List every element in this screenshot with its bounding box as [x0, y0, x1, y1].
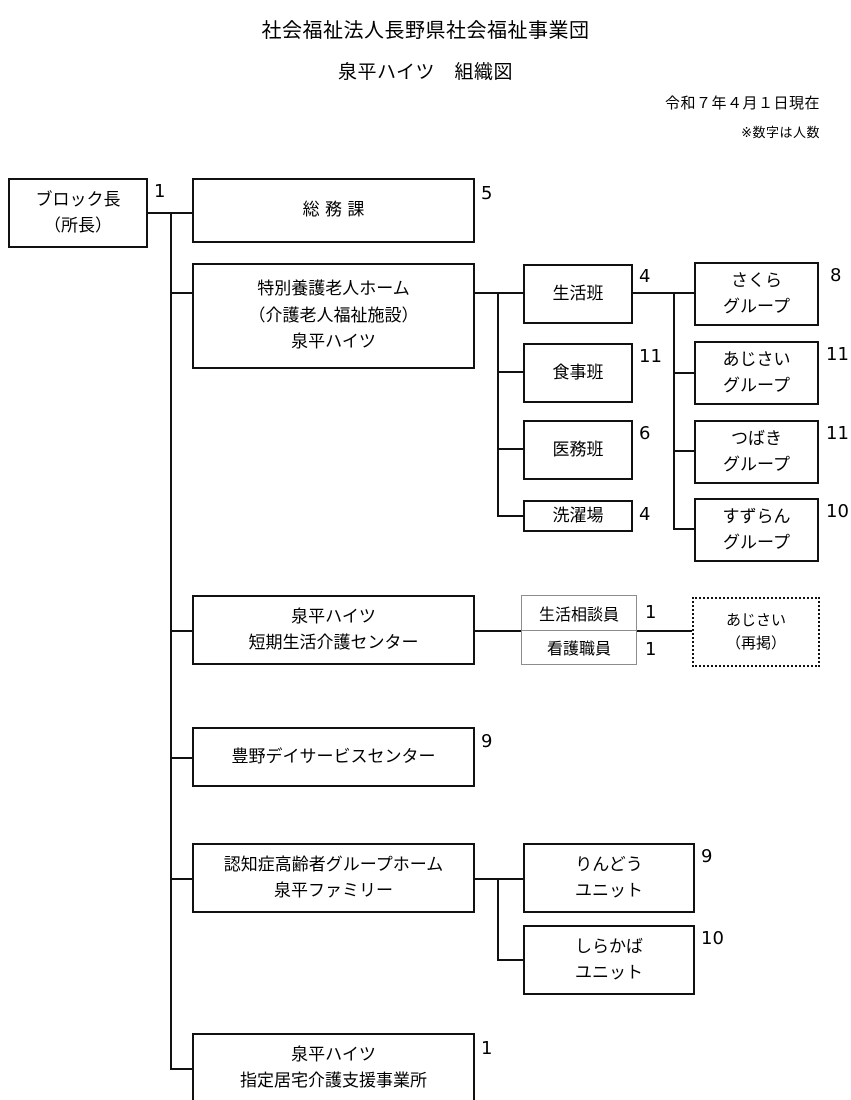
connector-to-nursing-home [170, 292, 194, 294]
connector-to-short-stay [170, 630, 194, 632]
short-stay-reference-line1: あじさい [725, 610, 786, 629]
connector-short-stay-out [475, 630, 523, 632]
group-home-line1: 認知症高齢者グループホーム [223, 854, 444, 875]
short-stay-staff-nurse: 看護職員 [522, 629, 636, 665]
box-unit-rindou: りんどう ユニット [523, 843, 695, 913]
unit-rindou-line1: りんどう [575, 854, 643, 875]
connector-to-team-1 [497, 371, 523, 373]
box-short-stay-reference: あじさい （再掲） [692, 597, 820, 667]
box-team-medical: 医務班 [523, 420, 633, 480]
general-affairs-label: 総 務 課 [302, 200, 365, 221]
connector-to-group-0 [673, 292, 694, 294]
count-team-laundry: 4 [639, 504, 651, 525]
group-tsubaki-line2: グループ [723, 455, 790, 475]
count-short-stay-counselor: 1 [645, 602, 657, 623]
count-group-ajisai: 11 [826, 344, 849, 365]
team-meal-label: 食事班 [552, 362, 604, 383]
box-team-laundry: 洗濯場 [523, 500, 633, 532]
connector-to-team-2 [497, 448, 523, 450]
count-unit-shirakaba: 10 [701, 928, 724, 949]
chart-title: 泉平ハイツ 組織図 [337, 61, 514, 83]
group-suzuran-line2: グループ [723, 533, 790, 553]
team-living-label: 生活班 [552, 283, 604, 304]
group-sakura-line1: さくら [731, 270, 782, 291]
short-stay-line1: 泉平ハイツ [291, 606, 376, 627]
short-stay-line2: 短期生活介護センター [248, 633, 419, 653]
connector-root-out [148, 212, 172, 214]
legend-note: ※数字は人数 [741, 126, 820, 141]
connector-team-spine [497, 292, 499, 516]
box-unit-shirakaba: しらかば ユニット [523, 925, 695, 995]
care-management-line1: 泉平ハイツ [291, 1044, 376, 1065]
count-group-suzuran: 10 [826, 501, 849, 522]
box-nursing-home: 特別養護老人ホーム （介護老人福祉施設） 泉平ハイツ [192, 263, 475, 369]
connector-group-home-out [475, 878, 499, 880]
unit-shirakaba-line2: ユニット [575, 963, 643, 983]
box-group-sakura: さくら グループ [694, 262, 819, 326]
day-service-label: 豊野デイサービスセンター [231, 746, 436, 767]
team-medical-label: 医務班 [552, 439, 604, 460]
connector-to-team-3 [497, 515, 523, 517]
count-team-medical: 6 [639, 423, 651, 444]
short-stay-staff-counselor: 生活相談員 [538, 604, 619, 624]
box-day-service: 豊野デイサービスセンター [192, 727, 475, 787]
connector-groups-spine [673, 292, 675, 529]
unit-shirakaba-line1: しらかば [575, 936, 643, 957]
connector-to-unit-1 [497, 959, 523, 961]
nursing-home-line2: （介護老人福祉施設） [248, 305, 419, 326]
unit-rindou-line2: ユニット [575, 881, 643, 901]
box-care-management: 泉平ハイツ 指定居宅介護支援事業所 [192, 1033, 475, 1100]
group-ajisai-line2: グループ [723, 376, 790, 396]
box-block-chief: ブロック長 （所長） [8, 178, 148, 248]
count-block-chief: 1 [154, 181, 166, 202]
count-group-sakura: 8 [830, 265, 842, 286]
count-team-meal: 11 [639, 346, 662, 367]
box-team-living: 生活班 [523, 264, 633, 324]
count-day-service: 9 [481, 731, 493, 752]
box-group-tsubaki: つばき グループ [694, 420, 819, 484]
box-team-meal: 食事班 [523, 343, 633, 403]
connector-to-group-2 [673, 450, 694, 452]
box-group-home: 認知症高齢者グループホーム 泉平ファミリー [192, 843, 475, 913]
nursing-home-line3: 泉平ハイツ [291, 332, 376, 353]
connector-to-group-1 [673, 372, 694, 374]
connector-to-unit-0 [497, 878, 523, 880]
care-management-line2: 指定居宅介護支援事業所 [240, 1071, 427, 1091]
group-ajisai-line1: あじさい [722, 349, 791, 370]
connector-to-team-0 [497, 292, 523, 294]
connector-team-living-out [633, 292, 675, 294]
block-chief-line2: （所長） [44, 216, 112, 236]
connector-to-group-3 [673, 528, 694, 530]
connector-to-group-home [170, 878, 194, 880]
count-care-management: 1 [481, 1038, 493, 1059]
count-short-stay-nurse: 1 [645, 639, 657, 660]
box-short-stay: 泉平ハイツ 短期生活介護センター [192, 595, 475, 665]
team-laundry-label: 洗濯場 [552, 505, 604, 526]
count-team-living: 4 [639, 266, 651, 287]
connector-to-day-service [170, 757, 194, 759]
group-tsubaki-line1: つばき [731, 428, 782, 449]
connector-to-care-management [170, 1068, 194, 1070]
as-of-date: 令和７年４月１日現在 [664, 94, 820, 112]
connector-nursing-home-out [475, 292, 499, 294]
count-general-affairs: 5 [481, 183, 493, 204]
connector-main-spine [170, 212, 172, 1070]
nursing-home-line1: 特別養護老人ホーム [257, 279, 410, 300]
box-general-affairs: 総 務 課 [192, 178, 475, 243]
group-sakura-line2: グループ [723, 297, 790, 317]
box-short-stay-staff: 生活相談員 看護職員 [521, 595, 637, 665]
block-chief-line1: ブロック長 [35, 189, 121, 210]
box-group-ajisai: あじさい グループ [694, 341, 819, 405]
box-group-suzuran: すずらん グループ [694, 498, 819, 562]
count-unit-rindou: 9 [701, 846, 713, 867]
organization-title: 社会福祉法人長野県社会福祉事業団 [261, 18, 590, 42]
connector-to-general-affairs [170, 212, 194, 214]
count-group-tsubaki: 11 [826, 423, 849, 444]
connector-staff-to-reference [637, 630, 694, 632]
group-suzuran-line1: すずらん [722, 506, 791, 527]
group-home-line2: 泉平ファミリー [274, 881, 393, 901]
connector-units-spine [497, 878, 499, 961]
short-stay-reference-line2: （再掲） [725, 634, 786, 652]
